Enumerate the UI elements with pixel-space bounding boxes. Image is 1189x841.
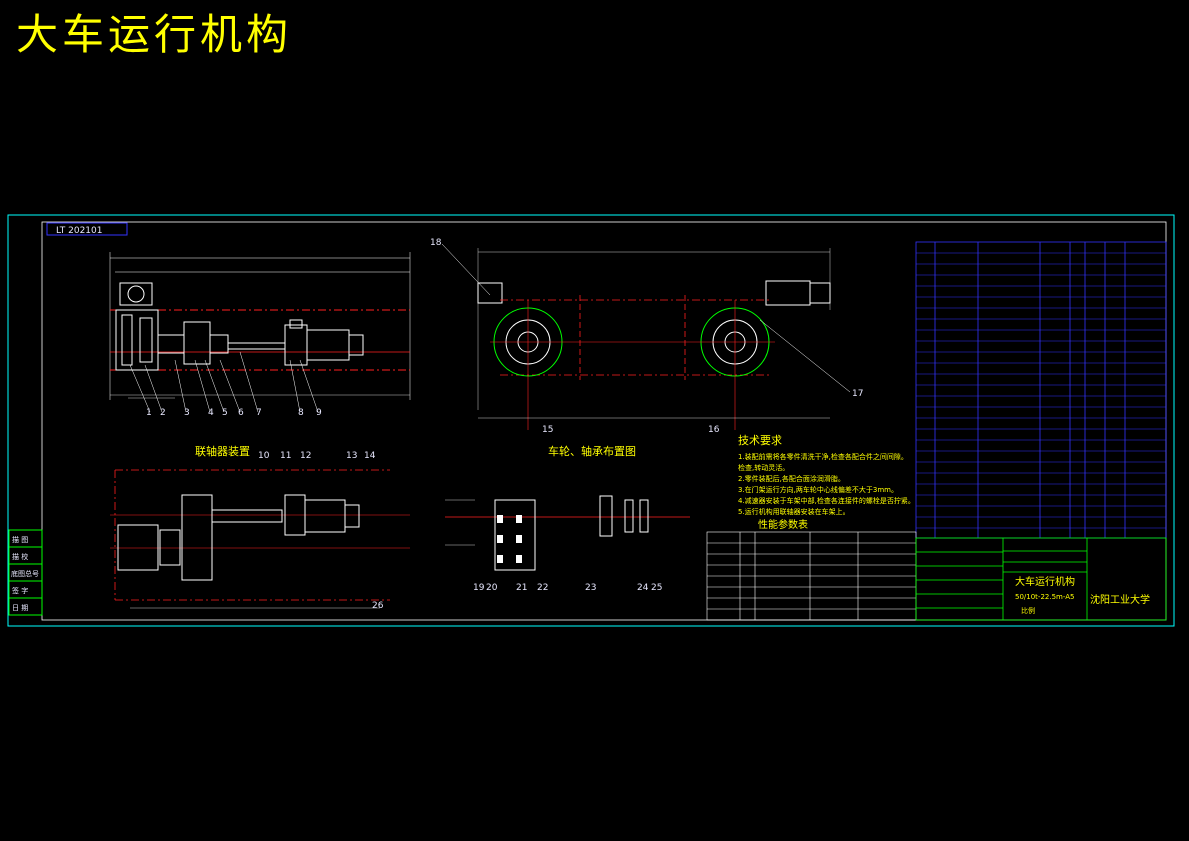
part-num-5: 5 bbox=[222, 408, 228, 418]
part-num-25: 25 bbox=[651, 583, 662, 593]
tech-req-heading: 技术要求 bbox=[738, 434, 782, 447]
margin-label-1: 描 校 bbox=[12, 552, 28, 561]
part-num-26: 26 bbox=[372, 601, 384, 611]
margin-label-0: 描 图 bbox=[12, 535, 28, 544]
part-num-4: 4 bbox=[208, 408, 214, 418]
wheel-front-view bbox=[477, 248, 831, 430]
part-num-14: 14 bbox=[364, 451, 376, 461]
parts-list-rows bbox=[916, 252, 1166, 529]
part-num-10: 10 bbox=[258, 451, 270, 461]
title-block-scale-label: 比例 bbox=[1021, 606, 1035, 615]
coupling-plan-view bbox=[110, 469, 410, 609]
part-num-21: 21 bbox=[516, 583, 527, 593]
part-num-7: 7 bbox=[256, 408, 262, 418]
part-num-20: 20 bbox=[486, 583, 498, 593]
tech-req-item-3: 3.在门架运行方向,两车轮中心线偏差不大于3mm。 bbox=[738, 485, 898, 494]
title-block-name: 大车运行机构 bbox=[1015, 575, 1075, 588]
bearing-layout-view bbox=[445, 495, 690, 571]
margin-label-3: 签 字 bbox=[12, 586, 28, 595]
part-num-13: 13 bbox=[346, 451, 357, 461]
part-num-1: 1 bbox=[146, 408, 152, 418]
part-num-17: 17 bbox=[852, 389, 863, 399]
page-title: 大车运行机构 bbox=[16, 10, 293, 59]
part-num-16: 16 bbox=[708, 425, 720, 435]
tech-req-item-0: 1.装配前需将各零件清洗干净,检查各配合件之间间隙。 bbox=[738, 452, 908, 461]
tech-req-item-5: 5.运行机构用联轴器安装在车架上。 bbox=[738, 507, 850, 516]
inner-frame bbox=[41, 221, 1167, 621]
coupling-view-caption: 联轴器装置 bbox=[195, 444, 250, 458]
part-num-9: 9 bbox=[316, 408, 322, 418]
part-num-2: 2 bbox=[160, 408, 166, 418]
title-block-school: 沈阳工业大学 bbox=[1090, 593, 1150, 606]
stamp-box bbox=[46, 222, 128, 236]
part-num-6: 6 bbox=[238, 408, 244, 418]
part-num-8: 8 bbox=[298, 408, 304, 418]
part-num-11: 11 bbox=[280, 451, 291, 461]
margin-label-2: 底图总号 bbox=[11, 569, 39, 578]
part-num-22: 22 bbox=[537, 583, 548, 593]
title-block-code: 50/10t-22.5m-A5 bbox=[1015, 593, 1074, 601]
part-num-12: 12 bbox=[300, 451, 311, 461]
part-num-3: 3 bbox=[184, 408, 190, 418]
title-block bbox=[915, 537, 1167, 621]
part-num-18: 18 bbox=[430, 238, 442, 248]
part-num-24: 24 bbox=[637, 583, 649, 593]
margin-label-4: 日 期 bbox=[12, 604, 28, 612]
tech-req-item-4: 4.减速器安装于车架中部,检查各连接件的螺栓是否拧紧。 bbox=[738, 496, 915, 505]
outer-frame bbox=[7, 214, 1175, 627]
stamp-text: LT 202101 bbox=[56, 226, 103, 236]
drive-side-view bbox=[109, 252, 411, 400]
parts-list-table bbox=[915, 241, 1167, 539]
left-margin-table bbox=[8, 529, 43, 616]
leader-18 bbox=[441, 243, 491, 296]
part-num-19: 19 bbox=[473, 583, 485, 593]
tech-req-item-2: 2.零件装配后,各配合面涂润滑脂。 bbox=[738, 474, 845, 483]
tech-req-item-1: 检查,转动灵活。 bbox=[738, 463, 789, 472]
leaders-view1 bbox=[129, 351, 319, 413]
perf-table bbox=[706, 531, 917, 621]
perf-table-heading: 性能参数表 bbox=[758, 518, 808, 531]
leader-17 bbox=[759, 319, 851, 393]
part-num-23: 23 bbox=[585, 583, 596, 593]
part-num-15: 15 bbox=[542, 425, 553, 435]
wheel-layout-caption: 车轮、轴承布置图 bbox=[548, 444, 636, 458]
